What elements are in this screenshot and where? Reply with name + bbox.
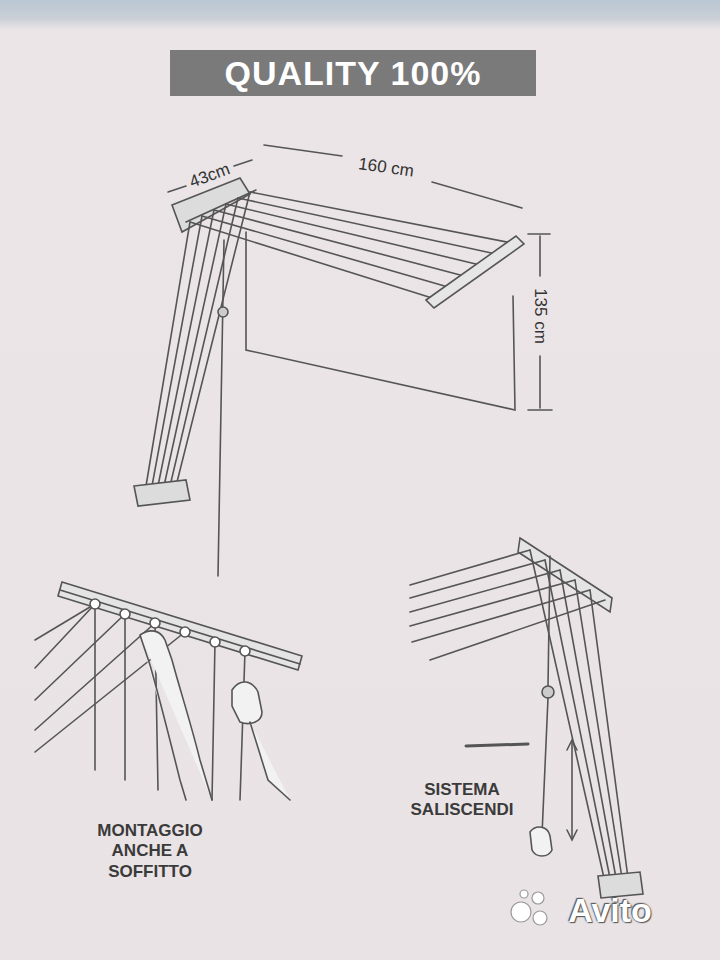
rack-bar: [186, 190, 256, 222]
hook: [120, 609, 130, 619]
watermark-logo: [511, 890, 547, 925]
cord: [124, 614, 126, 780]
caption-note: SISTEMA SALISCENDI: [402, 780, 522, 821]
pull-cord: [218, 240, 224, 576]
cord: [575, 580, 622, 878]
dimension-line: [539, 356, 541, 408]
dimension-line: [234, 160, 252, 166]
dimension-line: [528, 409, 552, 411]
dimension-label: 135 cm: [530, 271, 550, 361]
pull-cord: [542, 698, 548, 835]
rod: [238, 198, 496, 254]
hand: [530, 827, 552, 856]
rod: [202, 216, 448, 287]
cord: [212, 642, 215, 800]
hook: [180, 627, 190, 637]
rod: [412, 590, 590, 642]
dimension-line: [539, 236, 541, 276]
arrow-head: [567, 830, 577, 840]
cord: [545, 560, 610, 878]
end-bar: [426, 236, 524, 308]
dimension-label: 160 cm: [340, 152, 432, 185]
hanging-bar: [466, 744, 528, 746]
pull-cord: [548, 556, 550, 686]
hook: [150, 618, 160, 628]
floor-bracket: [134, 480, 190, 506]
watermark: Avito: [545, 890, 675, 931]
cord: [530, 550, 604, 878]
cord: [170, 198, 238, 486]
cord: [94, 604, 96, 770]
motion-arrow: [571, 742, 573, 838]
rod: [430, 600, 605, 660]
hanging-frame: [246, 232, 515, 410]
hook: [210, 637, 220, 647]
hook: [90, 599, 100, 609]
ceiling-line: [60, 590, 300, 664]
caption-note: MONTAGGIO ANCHE A SOFFITTO: [84, 821, 216, 882]
pull-knob: [542, 686, 554, 698]
cord: [152, 216, 202, 486]
hook: [240, 646, 250, 656]
hand: [232, 682, 290, 800]
banner-text: QUALITY 100%: [224, 54, 481, 93]
quality-banner: QUALITY 100%: [170, 50, 536, 96]
cord: [176, 192, 250, 486]
rod: [35, 604, 95, 640]
dimension-line: [528, 233, 550, 235]
dimension-line: [264, 145, 342, 156]
arrow-head: [567, 740, 577, 750]
dimension-line: [168, 186, 186, 192]
pull-knob: [218, 307, 228, 317]
raised-arm: [140, 631, 212, 800]
rod: [250, 192, 512, 243]
cord: [164, 204, 226, 486]
rod: [410, 550, 530, 585]
rod: [35, 604, 95, 668]
dimension-line: [432, 182, 522, 208]
cord: [146, 222, 190, 486]
cord: [590, 590, 628, 878]
rod: [35, 614, 125, 700]
rod: [226, 204, 480, 265]
cord: [240, 651, 245, 800]
